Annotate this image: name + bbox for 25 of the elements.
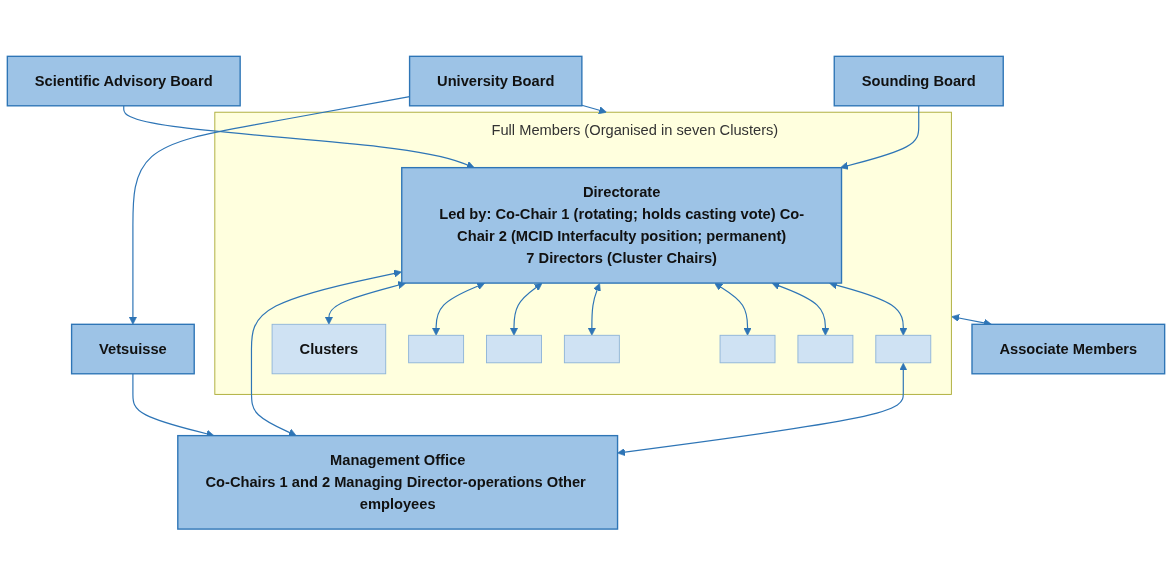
node-box	[408, 335, 465, 364]
node-box: Vetsuisse	[70, 323, 195, 375]
node-box: Directorate Led by: Co-Chair 1 (rotating; holds casting vote) Co-Chair 2 (MCID Interfaculty position; permanent) 7 Directors (Cluster Chairs)	[401, 167, 843, 285]
arrow	[617, 363, 908, 457]
arrow	[581, 105, 607, 115]
node-box	[875, 335, 932, 364]
node-box: Sounding Board	[833, 55, 1004, 107]
arrow	[714, 283, 752, 336]
node-box	[563, 335, 620, 364]
arrow	[324, 281, 406, 325]
node-box: Clusters	[271, 324, 387, 375]
arrow	[829, 281, 908, 336]
node-box: Scientific Advisory Board	[6, 55, 241, 107]
node-box: Associate Members	[971, 323, 1166, 375]
arrow	[250, 269, 402, 437]
arrow	[432, 282, 485, 336]
node-box	[719, 335, 776, 364]
arrow	[771, 282, 830, 336]
node-box: University Board	[408, 55, 583, 107]
arrow	[509, 283, 543, 336]
node-box: Management Office Co-Chairs 1 and 2 Managing Director-operations Other employees	[177, 435, 619, 531]
node-box	[486, 335, 542, 364]
arrow	[587, 283, 601, 336]
arrow	[840, 105, 920, 170]
node-box	[797, 335, 854, 364]
